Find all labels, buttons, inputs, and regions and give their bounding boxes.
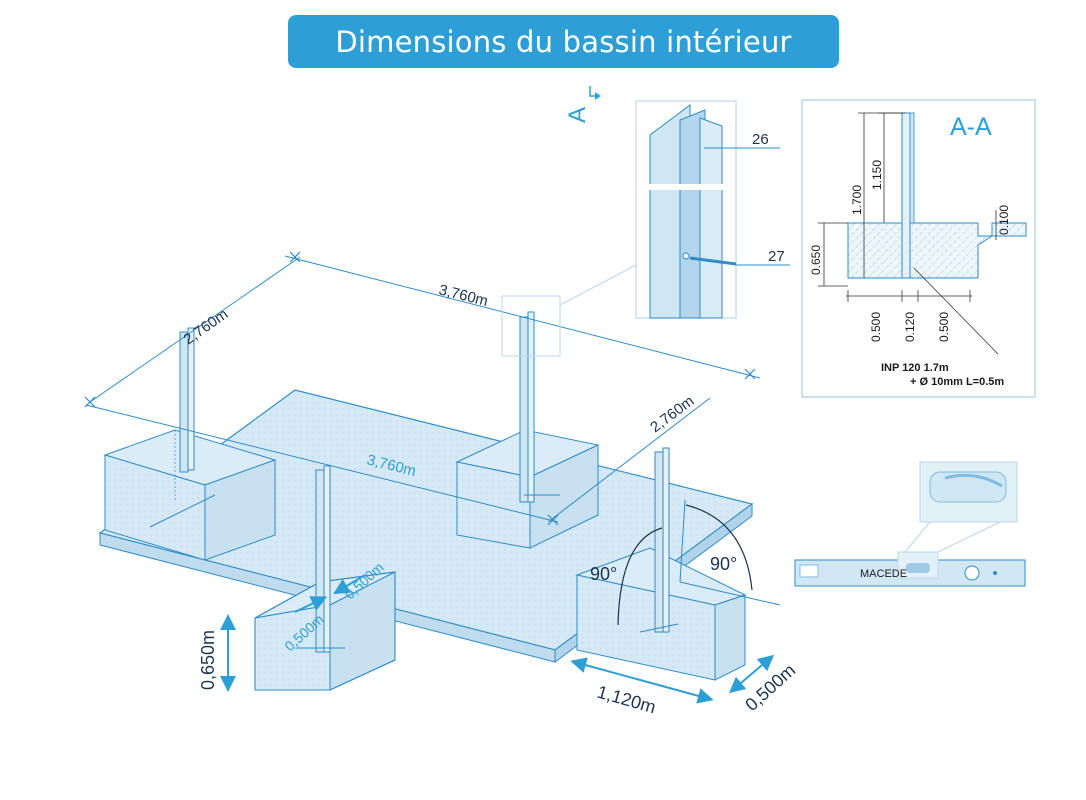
section-dim-1150: 1.150	[870, 160, 884, 190]
post-right	[639, 447, 679, 633]
arrow-dimensions	[220, 574, 775, 704]
footing-back	[455, 429, 600, 549]
section-note-line1: INP 120 1.7m	[881, 362, 949, 374]
angle-label-right: 90°	[710, 554, 737, 574]
section-note-line2: + Ø 10mm L=0.5m	[910, 376, 1004, 388]
dimension-ticks	[84, 251, 756, 526]
section-dim-0650: 0.650	[809, 245, 823, 275]
detail-callout	[501, 100, 790, 357]
section-marker: A	[564, 86, 601, 123]
anchor-bar	[149, 494, 216, 528]
section-aa-title: A-A	[950, 113, 992, 141]
svg-text:A: A	[564, 107, 591, 123]
dimension-lines	[85, 255, 781, 606]
section-dim-1700: 1.700	[850, 185, 864, 215]
section-dim-0500-right: 0.500	[937, 312, 951, 342]
post-front	[315, 465, 331, 653]
dim-label-0650: 0,650m	[198, 630, 218, 690]
dim-label-0500-c: 0,500m	[741, 660, 799, 715]
section-aa-panel	[801, 99, 1036, 398]
dim-label-3760-top: 3,760m	[437, 281, 490, 310]
section-dim-0120: 0.120	[903, 312, 917, 342]
spirit-level-tool	[794, 461, 1026, 587]
section-dim-0100: 0.100	[997, 205, 1011, 235]
angle-arcs	[617, 504, 753, 626]
section-dim-0500-left: 0.500	[869, 312, 883, 342]
detail-label-27: 27	[768, 248, 785, 265]
dim-label-1120: 1,120m	[595, 682, 658, 718]
dim-label-2760-right: 2,760m	[647, 392, 697, 436]
dim-label-2760-left: 2,760m	[181, 306, 232, 349]
page-title: Dimensions du bassin intérieur	[288, 15, 839, 68]
detail-label-26: 26	[752, 131, 769, 148]
level-brand-label: MACEDE	[860, 568, 907, 580]
post-left	[179, 327, 195, 473]
angle-label-left: 90°	[590, 564, 617, 584]
